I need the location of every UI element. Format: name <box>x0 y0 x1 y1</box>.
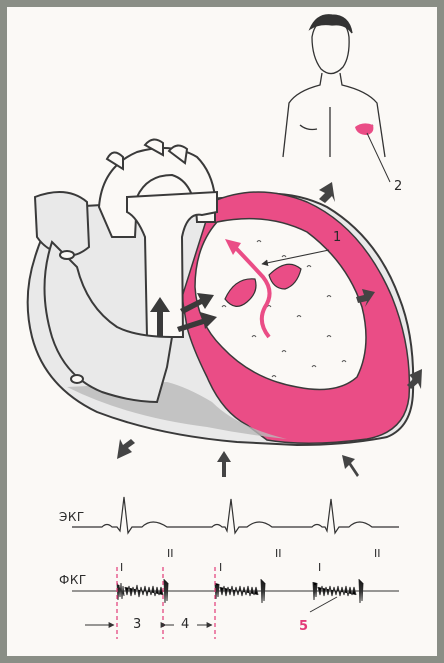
figure-frame: 1 2 ЭКГ ФКГ I II I II I II 3 4 5 <box>7 7 437 656</box>
callout-1: 1 <box>333 230 341 245</box>
pcg-label: ФКГ <box>59 573 87 587</box>
tone-I-3: I <box>318 561 321 574</box>
ecg-label: ЭКГ <box>59 510 85 524</box>
callout-2: 2 <box>394 179 402 194</box>
tone-II-2: II <box>275 547 282 560</box>
heart-diagram <box>7 7 437 656</box>
timing-markers <box>117 567 215 639</box>
heart-position-mark <box>355 123 373 135</box>
callout-5: 5 <box>299 619 308 634</box>
ecg-trace <box>72 497 399 533</box>
tone-II-1: II <box>167 547 174 560</box>
callout-3: 3 <box>133 617 141 632</box>
tone-I-1: I <box>120 561 123 574</box>
tone-I-2: I <box>219 561 222 574</box>
callout-4: 4 <box>181 617 189 632</box>
tone-II-3: II <box>374 547 381 560</box>
pcg-trace <box>72 579 399 603</box>
human-figure <box>283 15 385 157</box>
